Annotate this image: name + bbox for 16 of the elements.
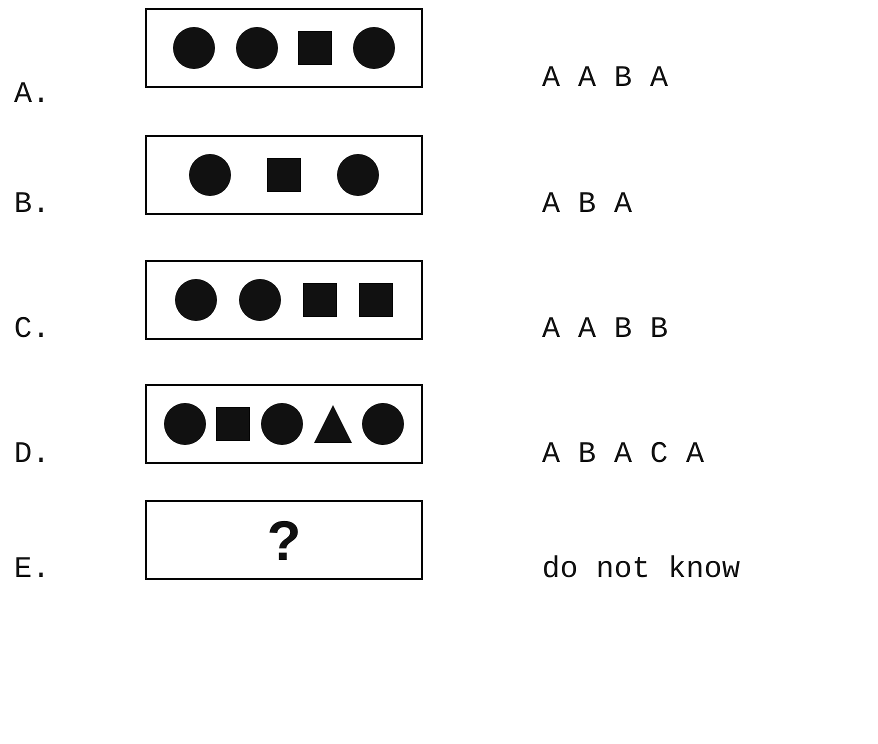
option-letter: B. (14, 188, 50, 222)
frame-box (145, 384, 423, 464)
option-letter: C. (14, 313, 50, 347)
question-mark: ? (266, 508, 302, 572)
option-letter: A. (14, 78, 50, 112)
frame-box (145, 260, 423, 340)
option-letter: D. (14, 438, 50, 472)
frame-box (145, 135, 423, 215)
sequence-label: A A B B (542, 313, 668, 347)
frame-box (145, 8, 423, 88)
sequence-label: A A B A (542, 62, 668, 96)
option-letter: E. (14, 553, 50, 587)
sequence-label: do not know (542, 553, 740, 587)
sequence-label: A B A (542, 188, 632, 222)
frame-box (145, 500, 423, 580)
sequence-label: A B A C A (542, 438, 704, 472)
